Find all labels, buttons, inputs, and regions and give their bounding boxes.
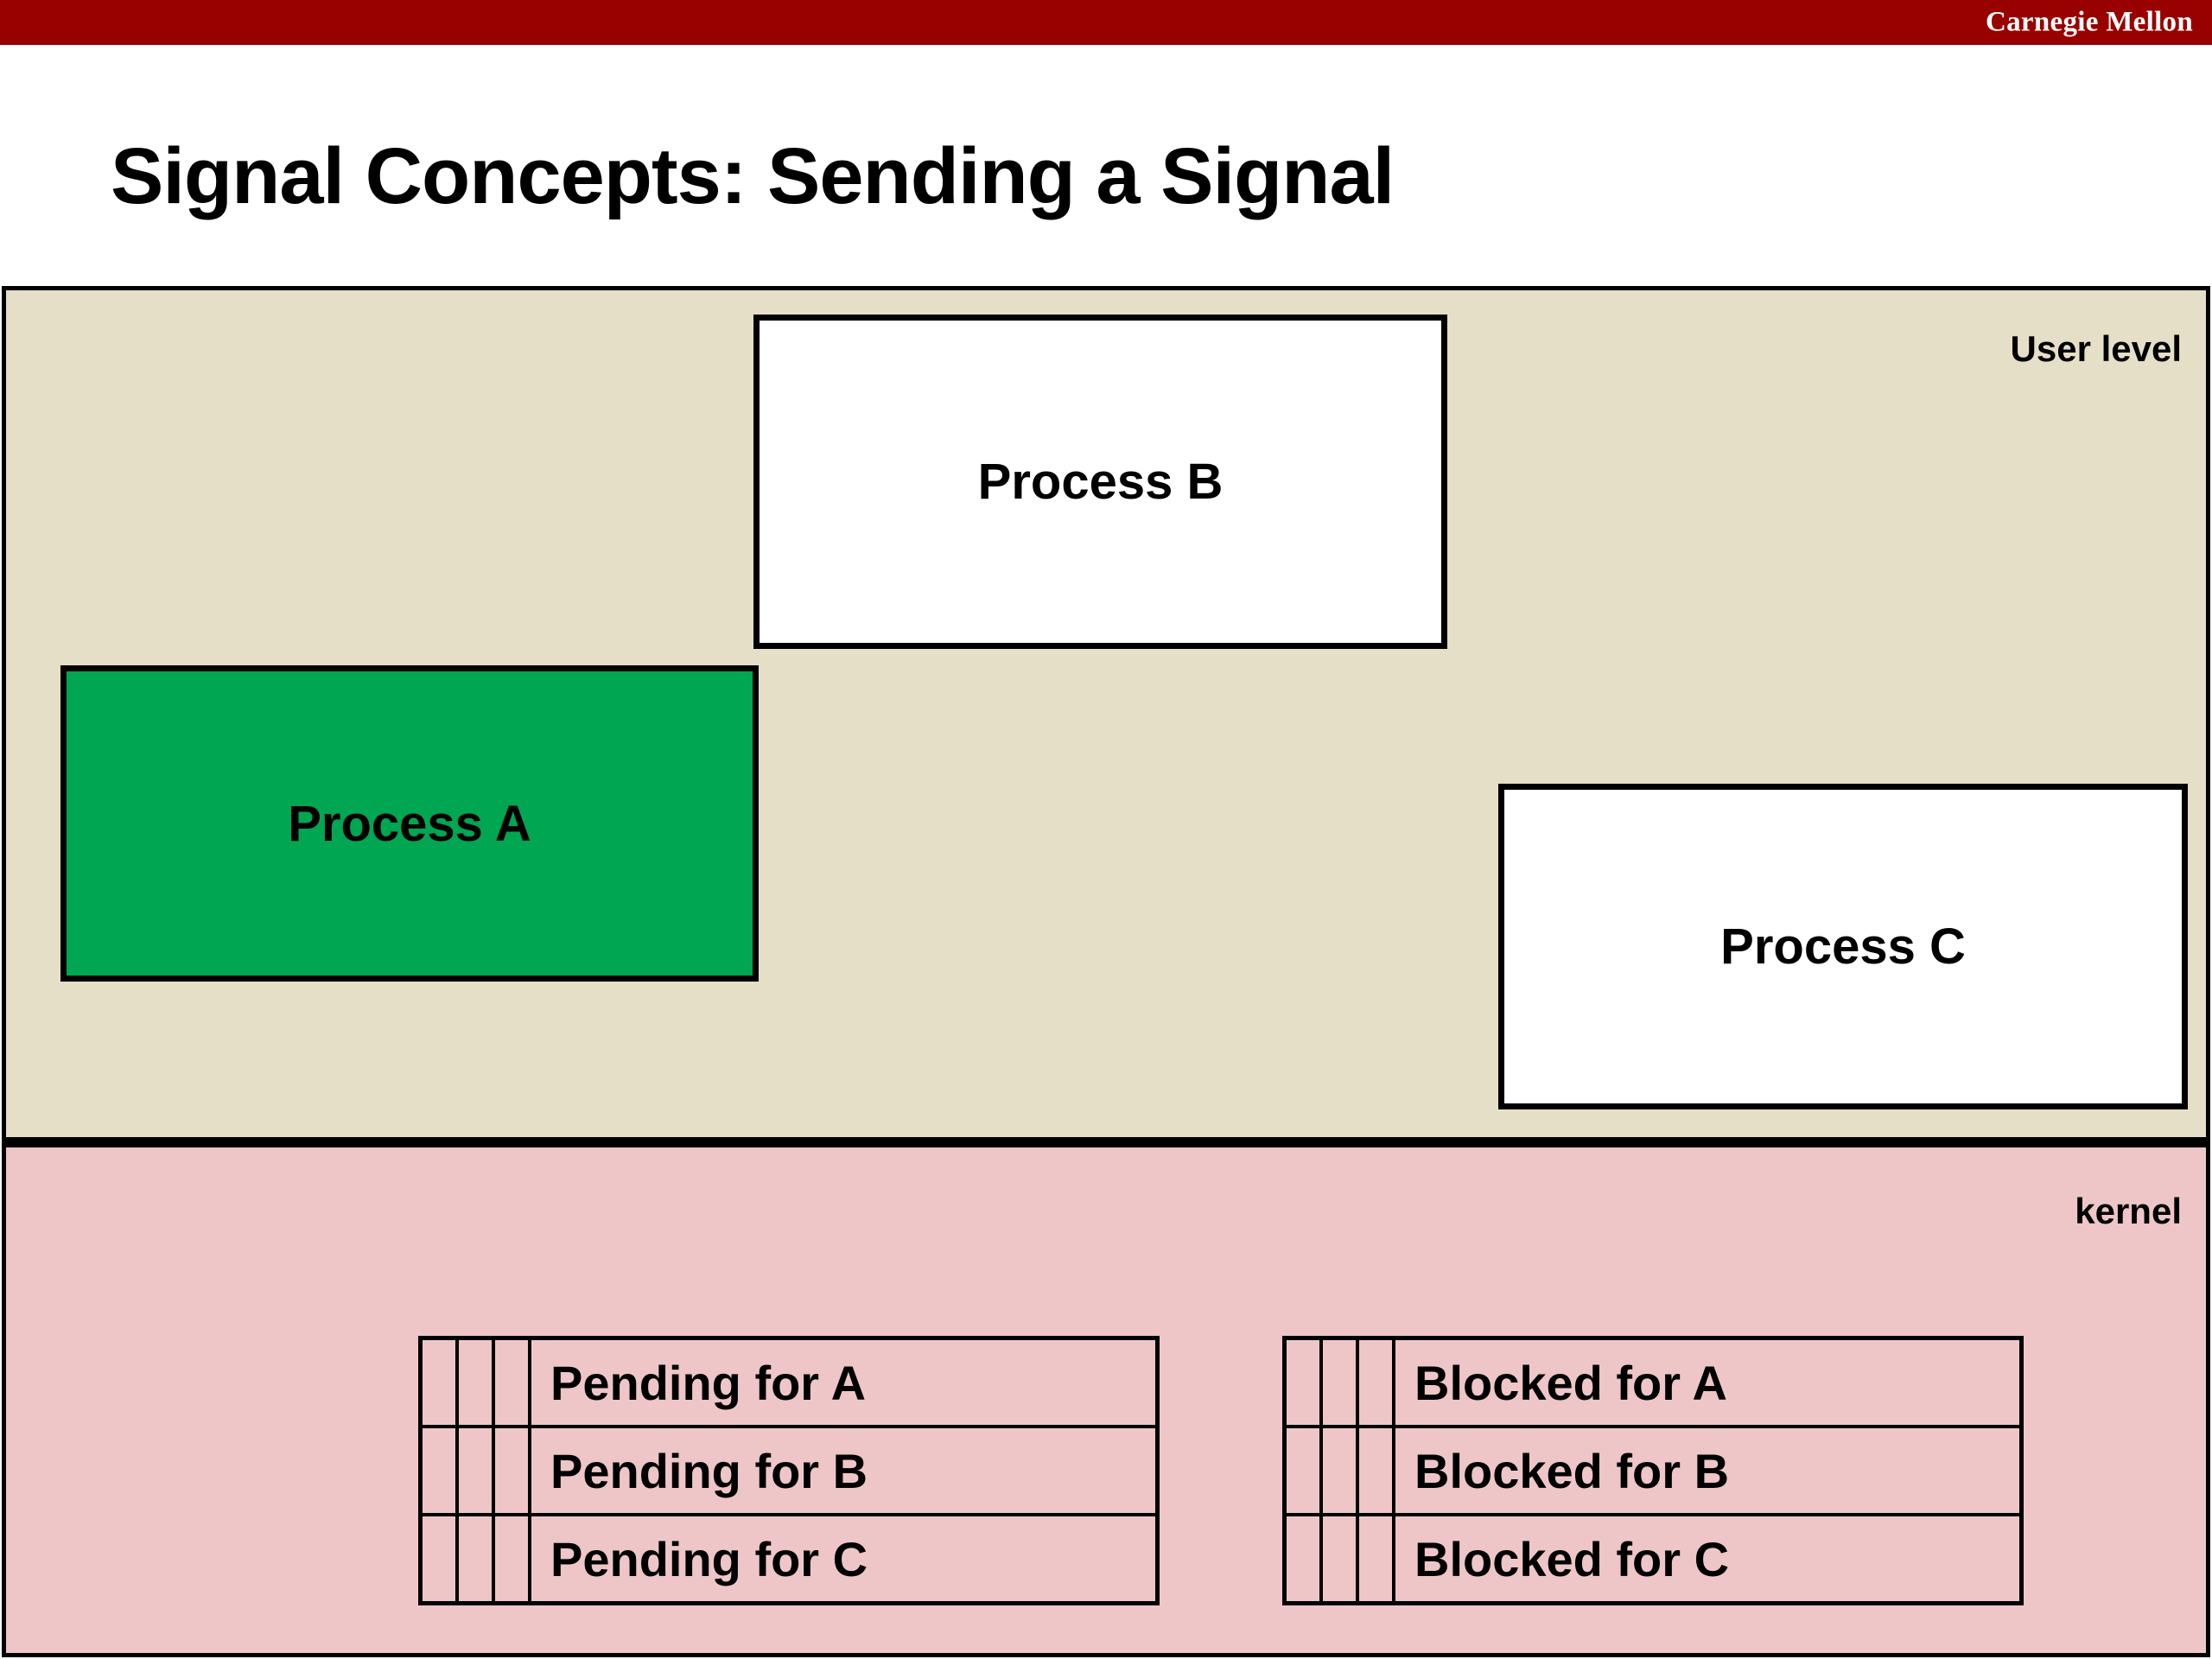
process-a-label: Process A bbox=[288, 795, 531, 852]
blocked-row-label: Blocked for A bbox=[1392, 1336, 2024, 1428]
brand-header-bar: Carnegie Mellon bbox=[0, 0, 2212, 45]
table-row: Pending for C bbox=[418, 1513, 1160, 1605]
blocked-bit-cell bbox=[1319, 1513, 1359, 1605]
blocked-bit-cell bbox=[1356, 1513, 1395, 1605]
blocked-signals-table: Blocked for A Blocked for B Blocked for … bbox=[1282, 1336, 2024, 1605]
blocked-bit-cell bbox=[1282, 1425, 1323, 1516]
process-c-box: Process C bbox=[1498, 784, 2188, 1109]
blocked-bit-cell bbox=[1356, 1425, 1395, 1516]
blocked-row-label: Blocked for C bbox=[1392, 1513, 2024, 1605]
pending-bit-cell bbox=[418, 1513, 459, 1605]
blocked-bit-cell bbox=[1319, 1425, 1359, 1516]
process-b-label: Process B bbox=[977, 454, 1224, 510]
pending-row-label: Pending for C bbox=[528, 1513, 1160, 1605]
pending-bit-cell bbox=[455, 1336, 495, 1428]
table-row: Pending for A bbox=[418, 1336, 1160, 1428]
pending-signals-table: Pending for A Pending for B Pending for … bbox=[418, 1336, 1160, 1605]
pending-bit-cell bbox=[455, 1425, 495, 1516]
page-title: Signal Concepts: Sending a Signal bbox=[111, 132, 1395, 220]
pending-bit-cell bbox=[418, 1336, 459, 1428]
blocked-bit-cell bbox=[1319, 1336, 1359, 1428]
user-level-label: User level bbox=[2010, 328, 2182, 369]
process-b-box: Process B bbox=[753, 315, 1447, 649]
kernel-region: kernel Pending for A Pending for B Pendi… bbox=[2, 1141, 2210, 1657]
pending-bit-cell bbox=[418, 1425, 459, 1516]
table-row: Blocked for A bbox=[1282, 1336, 2024, 1428]
pending-row-label: Pending for B bbox=[528, 1425, 1160, 1516]
pending-row-label: Pending for A bbox=[528, 1336, 1160, 1428]
table-row: Pending for B bbox=[418, 1425, 1160, 1516]
table-row: Blocked for B bbox=[1282, 1425, 2024, 1516]
blocked-bit-cell bbox=[1356, 1336, 1395, 1428]
blocked-bit-cell bbox=[1282, 1513, 1323, 1605]
pending-bit-cell bbox=[492, 1425, 531, 1516]
kernel-label: kernel bbox=[2075, 1191, 2182, 1231]
pending-bit-cell bbox=[492, 1513, 531, 1605]
blocked-row-label: Blocked for B bbox=[1392, 1425, 2024, 1516]
blocked-bit-cell bbox=[1282, 1336, 1323, 1428]
table-row: Blocked for C bbox=[1282, 1513, 2024, 1605]
pending-bit-cell bbox=[492, 1336, 531, 1428]
process-c-label: Process C bbox=[1720, 918, 1966, 975]
pending-bit-cell bbox=[455, 1513, 495, 1605]
carnegie-mellon-wordmark: Carnegie Mellon bbox=[1985, 6, 2193, 38]
process-a-box: Process A bbox=[60, 665, 759, 982]
user-level-region: User level Process B Process A Process C bbox=[2, 286, 2210, 1141]
